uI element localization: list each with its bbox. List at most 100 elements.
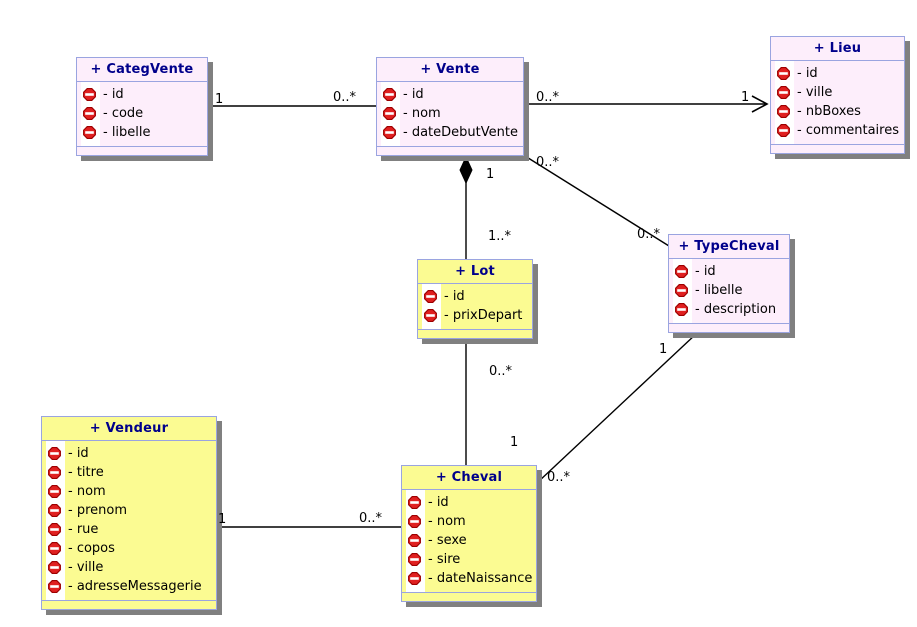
private-visibility-icon <box>48 485 61 498</box>
private-visibility-icon <box>48 523 61 536</box>
private-visibility-icon <box>777 124 790 137</box>
uml-class-title-lieu: + Lieu <box>771 37 904 61</box>
multiplicity-lot-cheval-source: 0..* <box>489 364 513 379</box>
uml-class-title-typecheval: + TypeCheval <box>669 235 789 259</box>
private-visibility-icon <box>675 265 688 278</box>
private-visibility-icon <box>424 309 437 322</box>
attribute-label: - ville <box>797 85 833 100</box>
attribute-row: - nom <box>406 512 532 531</box>
private-visibility-icon <box>383 126 396 139</box>
attribute-row: - id <box>381 85 519 104</box>
uml-attributes-vendeur: - id - titre - nom - prenom - rue - copos - vi… <box>42 441 216 601</box>
multiplicity-lot-cheval-target: 1 <box>510 435 519 450</box>
uml-operations-lieu <box>771 145 904 167</box>
private-visibility-icon <box>408 534 421 547</box>
private-visibility-icon <box>424 290 437 303</box>
uml-operations-vente <box>377 147 523 169</box>
uml-class-categvente[interactable]: + CategVente - id - code - libelle <box>76 57 208 156</box>
private-visibility-icon <box>408 572 421 585</box>
uml-class-lieu[interactable]: + Lieu - id - ville - nbBoxes - commentaires <box>770 36 905 154</box>
attribute-label: - adresseMessagerie <box>68 579 202 594</box>
attribute-row: - adresseMessagerie <box>46 577 212 596</box>
attribute-row: - nom <box>46 482 212 501</box>
private-visibility-icon <box>83 88 96 101</box>
uml-class-typecheval[interactable]: + TypeCheval - id - libelle - description <box>668 234 790 333</box>
uml-attributes-vente: - id - nom - dateDebutVente <box>377 82 523 147</box>
multiplicity-categvente-vente-source: 1 <box>215 92 224 107</box>
attribute-row: - sire <box>406 550 532 569</box>
attribute-row: - nbBoxes <box>775 102 900 121</box>
private-visibility-icon <box>777 86 790 99</box>
attribute-row: - sexe <box>406 531 532 550</box>
uml-attributes-typecheval: - id - libelle - description <box>669 259 789 324</box>
private-visibility-icon <box>48 561 61 574</box>
uml-attributes-cheval: - id - nom - sexe - sire- dateNaissance <box>402 490 536 593</box>
attribute-label: - description <box>695 302 777 317</box>
uml-class-title-cheval: + Cheval <box>402 466 536 490</box>
attribute-row: - libelle <box>81 123 203 142</box>
arrowhead-open-lieu <box>751 95 769 113</box>
uml-class-vendeur[interactable]: + Vendeur- id- titre- nom- prenom- rue- … <box>41 416 217 610</box>
uml-attributes-lot: - id- prixDepart <box>418 284 532 330</box>
attribute-label: - rue <box>68 522 99 537</box>
uml-class-title-categvente: + CategVente <box>77 58 207 82</box>
attribute-label: - ville <box>68 560 104 575</box>
attribute-label: - nom <box>428 514 466 529</box>
attribute-label: - id <box>695 264 716 279</box>
private-visibility-icon <box>408 515 421 528</box>
attribute-row: - id <box>46 444 212 463</box>
attribute-row: - id <box>673 262 785 281</box>
private-visibility-icon <box>48 542 61 555</box>
private-visibility-icon <box>777 105 790 118</box>
attribute-label: - libelle <box>695 283 743 298</box>
uml-operations-typecheval <box>669 324 789 346</box>
private-visibility-icon <box>48 466 61 479</box>
attribute-row: - id <box>81 85 203 104</box>
attribute-row: - titre <box>46 463 212 482</box>
private-visibility-icon <box>675 303 688 316</box>
uml-class-lot[interactable]: + Lot- id- prixDepart <box>417 259 533 339</box>
attribute-label: - prixDepart <box>444 308 523 323</box>
attribute-label: - code <box>103 106 144 121</box>
multiplicity-vente-lieu-target: 1 <box>741 90 750 105</box>
attribute-row: - prixDepart <box>422 306 528 325</box>
multiplicity-vente-typecheval-target: 0..* <box>637 227 661 242</box>
attribute-label: - commentaires <box>797 123 899 138</box>
attribute-row: - dateNaissance <box>406 569 532 588</box>
private-visibility-icon <box>83 107 96 120</box>
attribute-label: - id <box>797 66 818 81</box>
attribute-label: - id <box>103 87 124 102</box>
multiplicity-vente-lot-target: 1..* <box>488 229 512 244</box>
attribute-label: - id <box>68 446 89 461</box>
attribute-row: - id <box>775 64 900 83</box>
multiplicity-typecheval-cheval-target: 0..* <box>547 470 571 485</box>
attribute-label: - titre <box>68 465 104 480</box>
multiplicity-vendeur-cheval-source: 1 <box>218 512 227 527</box>
attribute-label: - copos <box>68 541 115 556</box>
attribute-row: - dateDebutVente <box>381 123 519 142</box>
uml-class-title-vente: + Vente <box>377 58 523 82</box>
attribute-label: - prenom <box>68 503 127 518</box>
multiplicity-typecheval-cheval-source: 1 <box>659 342 668 357</box>
uml-class-cheval[interactable]: + Cheval - id - nom - sexe - sire- dateNaiss… <box>401 465 537 602</box>
attribute-row: - ville <box>46 558 212 577</box>
multiplicity-vente-lot-source: 1 <box>486 167 495 182</box>
uml-attributes-categvente: - id - code - libelle <box>77 82 207 147</box>
attribute-row: - description <box>673 300 785 319</box>
private-visibility-icon <box>675 284 688 297</box>
attribute-label: - nom <box>68 484 106 499</box>
uml-operations-vendeur <box>42 601 216 623</box>
attribute-row: - rue <box>46 520 212 539</box>
attribute-label: - nom <box>403 106 441 121</box>
private-visibility-icon <box>83 126 96 139</box>
attribute-label: - id <box>428 495 449 510</box>
uml-class-vente[interactable]: + Vente - id - nom - dateDebutVente <box>376 57 524 156</box>
private-visibility-icon <box>48 580 61 593</box>
private-visibility-icon <box>48 504 61 517</box>
multiplicity-vente-lieu-source: 0..* <box>536 90 560 105</box>
attribute-label: - sexe <box>428 533 467 548</box>
private-visibility-icon <box>383 88 396 101</box>
uml-operations-cheval <box>402 593 536 615</box>
attribute-label: - dateDebutVente <box>403 125 518 140</box>
